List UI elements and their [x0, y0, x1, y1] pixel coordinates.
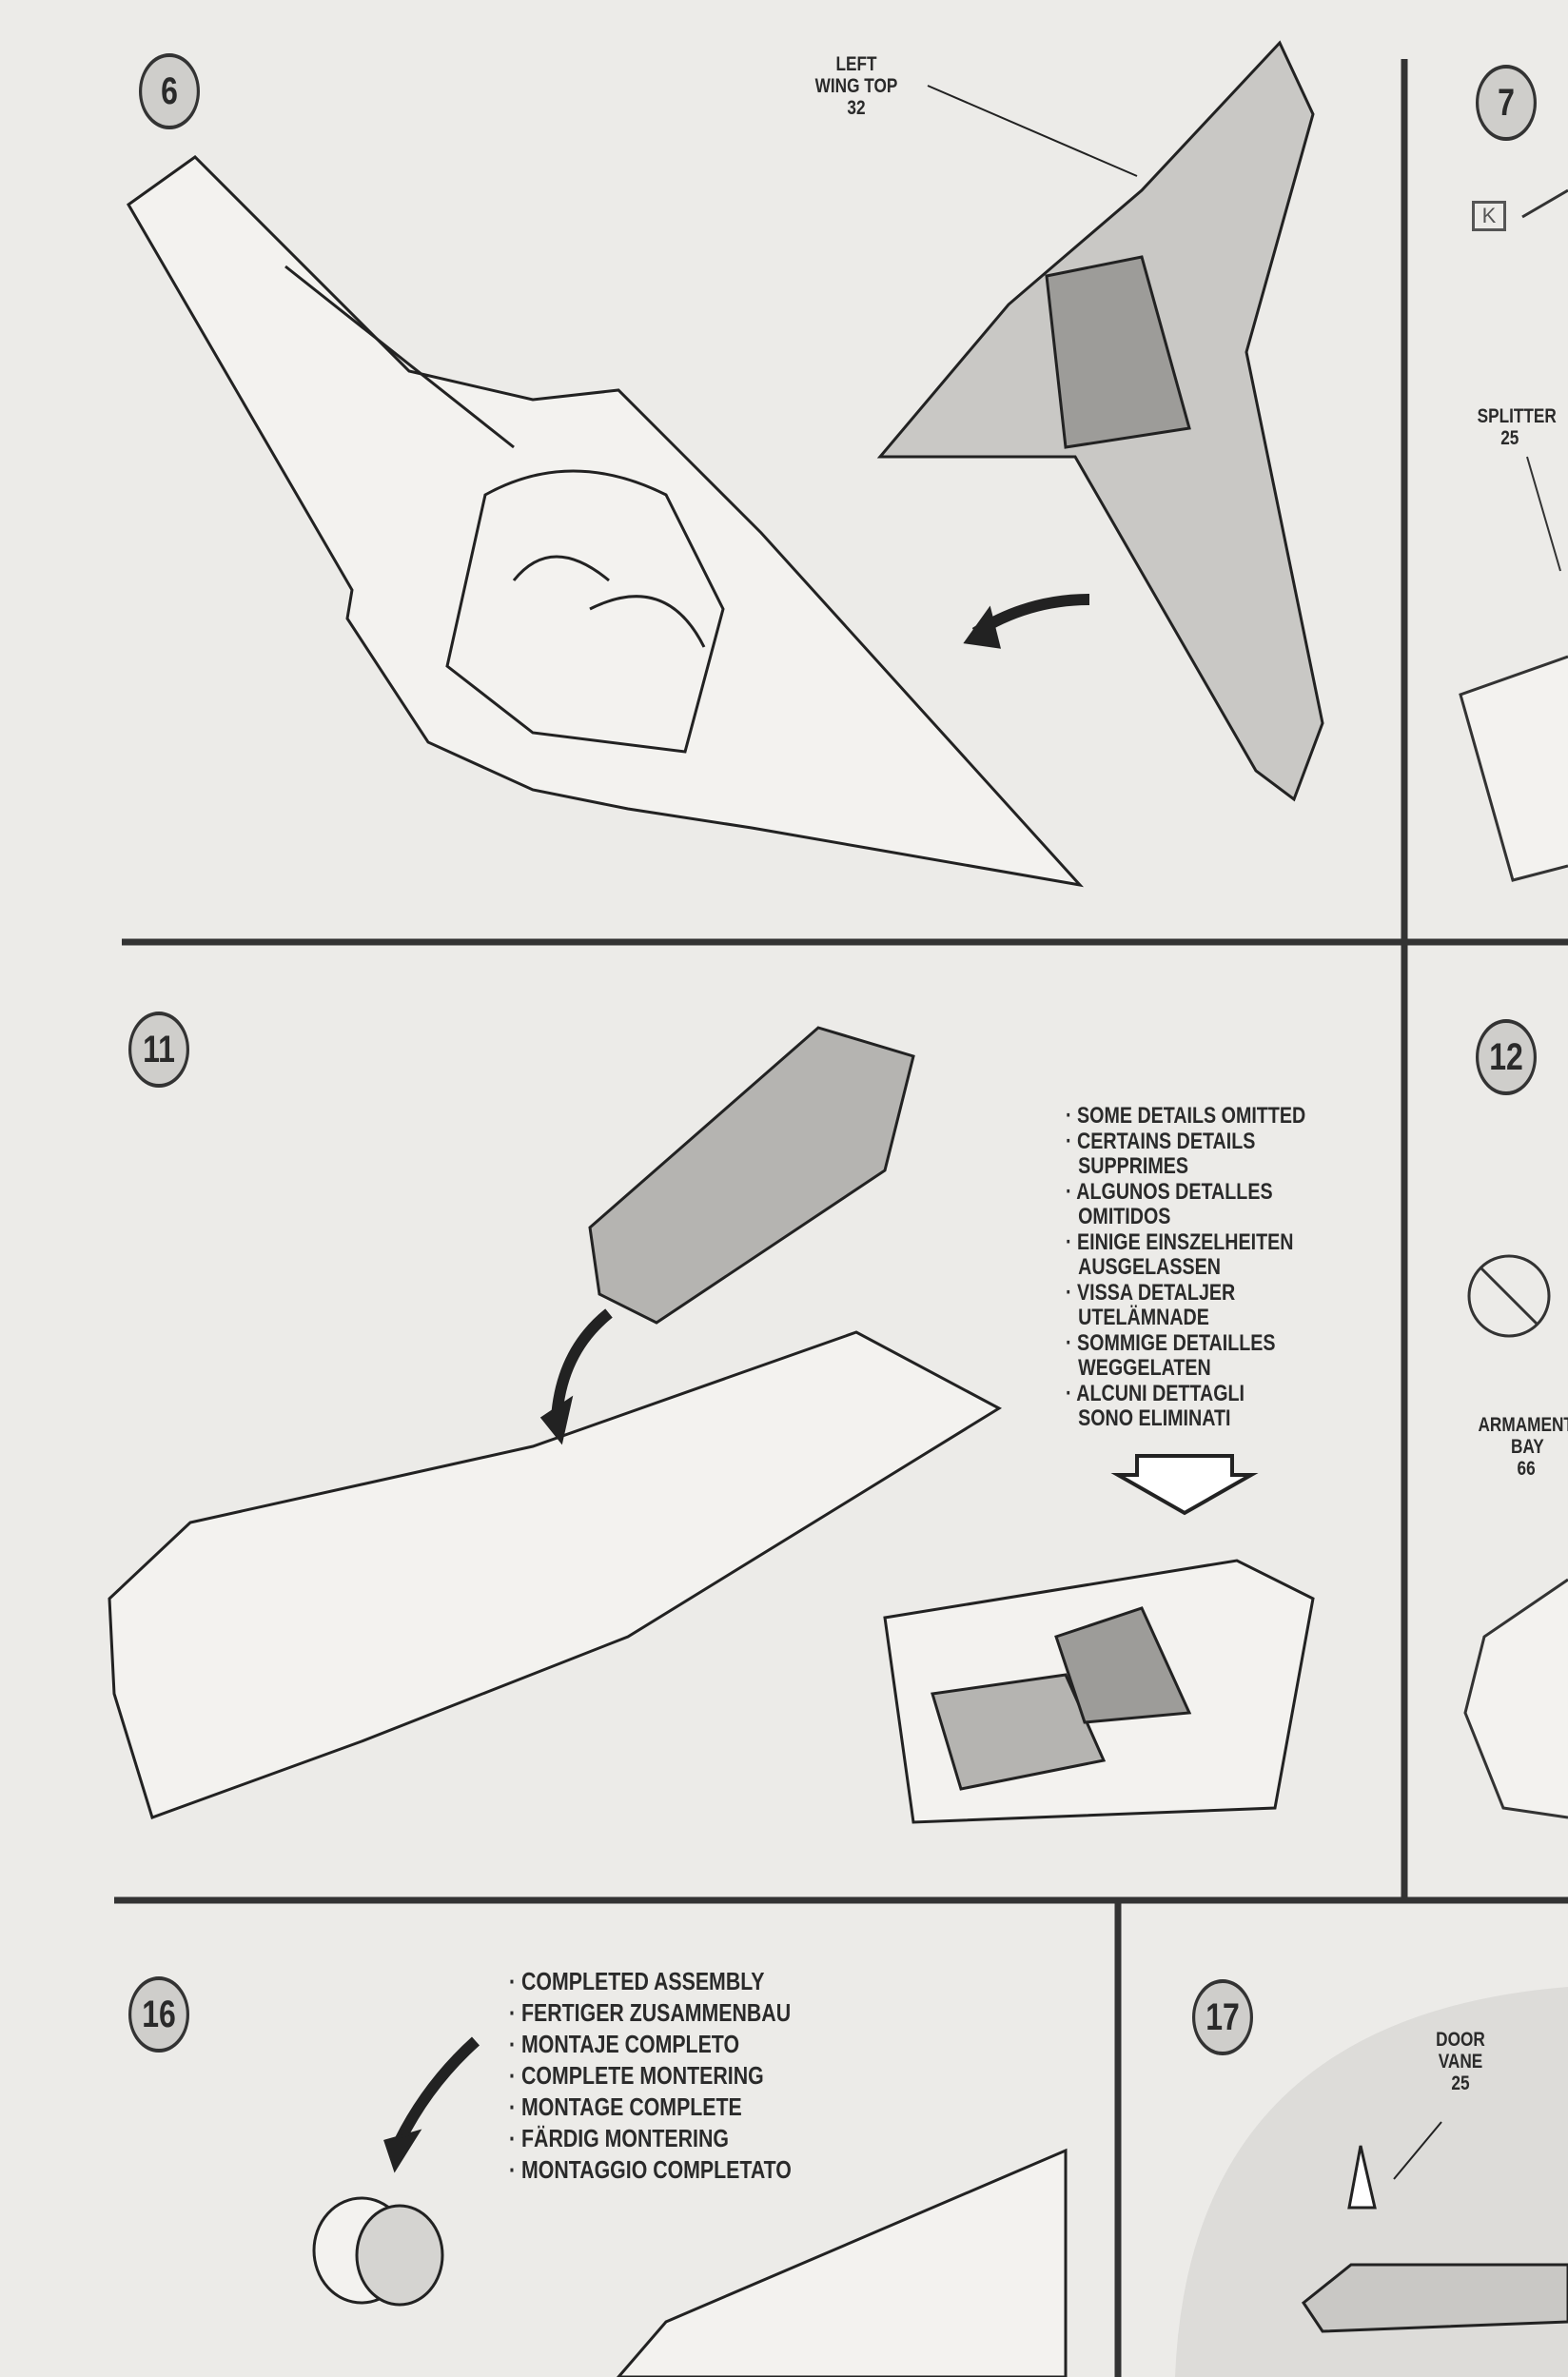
note-line: · FÄRDIG MONTERING: [509, 2124, 729, 2152]
label-line: 32: [847, 97, 866, 119]
splitter-label: SPLITTER 25: [1478, 405, 1568, 449]
note-line: · ALGUNOS DETALLES OMITIDOS: [1066, 1178, 1273, 1229]
label-line: WING TOP: [814, 75, 898, 97]
label-line: DOOR: [1436, 2029, 1485, 2051]
label-line: BAY: [1510, 1436, 1544, 1458]
label-line: LEFT: [835, 53, 877, 75]
note-line: · FERTIGER ZUSAMMENBAU: [509, 1998, 792, 2027]
note-line: · COMPLETED ASSEMBLY: [509, 1967, 765, 1995]
note-line: · MONTAGE COMPLETE: [509, 2092, 742, 2121]
step-number-7: 7: [1476, 65, 1537, 141]
note-line: · MONTAGGIO COMPLETATO: [509, 2155, 792, 2184]
landing-gear-drawing-step16: [312, 2036, 1068, 2377]
step12-partial-drawing: [1463, 1254, 1568, 1819]
note-line: · MONTAJE COMPLETO: [509, 2030, 740, 2058]
part-k-box: K: [1472, 201, 1506, 231]
step-number-16: 16: [128, 1976, 189, 2053]
note-line: · CERTAINS DETAILS SUPPRIMES: [1066, 1128, 1256, 1179]
step17-partial-drawing: [1175, 1987, 1568, 2377]
step-number-6: 6: [139, 53, 200, 129]
step7-partial-drawing: [1459, 188, 1568, 882]
note-line: · COMPLETE MONTERING: [509, 2061, 764, 2090]
step-number-17: 17: [1192, 1979, 1253, 2055]
label-line: 25: [1500, 427, 1519, 449]
label-line: SPLITTER: [1477, 405, 1557, 427]
panel-dividers: [114, 59, 1568, 2377]
completed-assembly-notes: · COMPLETED ASSEMBLY · FERTIGER ZUSAMMEN…: [509, 1966, 792, 2186]
note-line: · SOMMIGE DETAILLES WEGGELATEN: [1066, 1329, 1276, 1381]
step-number-11: 11: [128, 1012, 189, 1088]
note-line: · ALCUNI DETTAGLI SONO ELIMINATI: [1066, 1380, 1245, 1431]
note-line: · EINIGE EINSZELHEITEN AUSGELASSEN: [1066, 1228, 1294, 1280]
label-line: 66: [1517, 1458, 1536, 1480]
label-line: 25: [1451, 2073, 1470, 2094]
details-omitted-notes: · SOME DETAILS OMITTED · CERTAINS DETAIL…: [1066, 1103, 1306, 1432]
note-line: · VISSA DETALJER UTELÄMNADE: [1066, 1279, 1236, 1330]
door-vane-label: DOOR VANE 25: [1421, 2029, 1499, 2094]
left-wing-top-label: LEFT WING TOP 32: [810, 53, 903, 119]
label-line: ARMAMENT: [1478, 1414, 1568, 1436]
fuselage-drawing-step11: [108, 1026, 1315, 1824]
left-wing-top-drawing: [876, 40, 1324, 802]
label-line: VANE: [1438, 2051, 1483, 2073]
step-number-12: 12: [1476, 1019, 1537, 1095]
fuselage-drawing-step6: [127, 155, 1085, 888]
note-line: · SOME DETAILS OMITTED: [1066, 1103, 1306, 1129]
armament-bay-label: ARMAMENT BAY 66: [1479, 1414, 1568, 1480]
